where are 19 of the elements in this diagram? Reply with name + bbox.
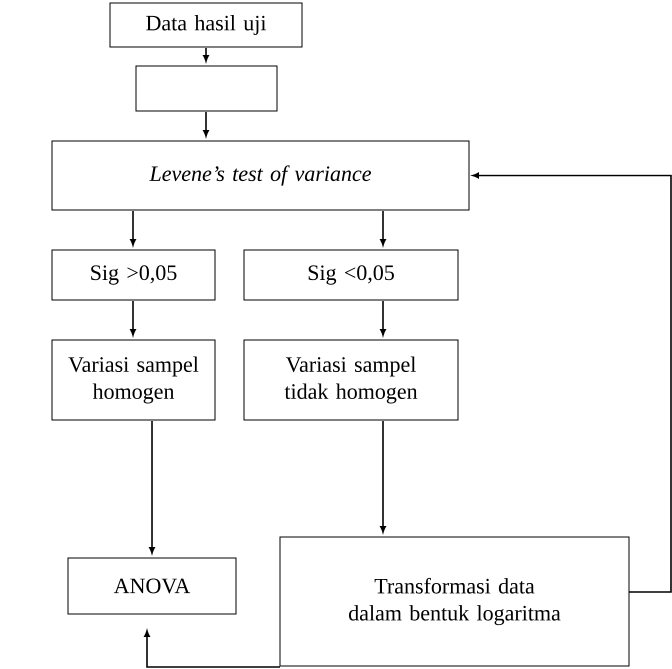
arrow (380, 301, 386, 336)
process-box: Variasi sampel tidak homogen (244, 340, 458, 420)
arrow (144, 630, 280, 668)
arrow (380, 421, 386, 533)
arrow (203, 48, 209, 62)
process-box: Levene’s test of variance (52, 140, 470, 210)
process-box: Transformasi data dalam bentuk logaritma (280, 536, 630, 666)
arrow (380, 211, 386, 246)
arrow (149, 421, 155, 554)
arrow (472, 172, 672, 593)
process-box: Sig >0,05 (52, 250, 216, 300)
process-box (136, 66, 278, 112)
process-box: Variasi sampel homogen (52, 340, 216, 420)
arrow (130, 211, 136, 246)
arrow (130, 301, 136, 336)
process-box: ANOVA (68, 558, 236, 614)
process-box: Sig <0,05 (244, 250, 458, 300)
arrow (203, 112, 209, 137)
process-box: Data hasil uji (110, 2, 302, 48)
